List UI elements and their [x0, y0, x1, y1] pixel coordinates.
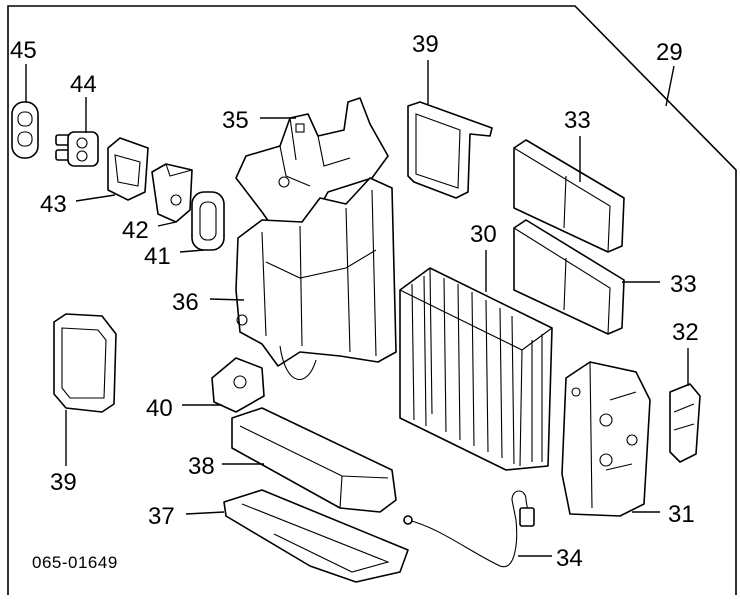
- leader-42: [157, 221, 177, 227]
- callout-37: 37: [148, 503, 175, 530]
- callout-33-upper: 33: [564, 107, 591, 134]
- leader-37: [185, 511, 225, 515]
- callout-32: 32: [672, 319, 699, 346]
- callout-31: 31: [668, 501, 695, 528]
- part-41-seal-ring: [191, 191, 225, 251]
- part-33-filter-lower: [513, 219, 625, 335]
- callout-45: 45: [10, 37, 37, 64]
- callout-36: 36: [172, 289, 199, 316]
- callout-33-lower: 33: [670, 271, 697, 298]
- part-34-thermistor: [403, 490, 535, 568]
- callout-34: 34: [556, 545, 583, 572]
- part-33-filter-upper: [513, 139, 625, 253]
- callout-39-upper: 39: [412, 31, 439, 58]
- callout-35: 35: [222, 107, 249, 134]
- callout-40: 40: [146, 395, 173, 422]
- callout-30: 30: [470, 221, 497, 248]
- callout-44: 44: [70, 71, 97, 98]
- callout-43: 43: [40, 191, 67, 218]
- part-31-side-unit: [561, 361, 651, 517]
- part-39-gasket-lower: [53, 313, 117, 413]
- part-30-evaporator: [399, 267, 553, 471]
- leader-29: [665, 65, 675, 107]
- part-39-gasket-upper: [407, 101, 493, 199]
- leader-43: [75, 194, 116, 202]
- diagram-code: 065-01649: [32, 553, 118, 572]
- part-45-grommet: [11, 101, 39, 159]
- leader-41: [179, 249, 205, 253]
- callout-38: 38: [188, 453, 215, 480]
- part-38-tray: [231, 407, 397, 513]
- part-37-cover: [223, 489, 409, 583]
- callout-29: 29: [656, 39, 683, 66]
- assembly-frame: [7, 5, 737, 595]
- leader-36: [209, 298, 245, 301]
- part-42-expansion-valve: [151, 163, 193, 223]
- callout-39-lower: 39: [50, 469, 77, 496]
- part-32-sensor: [669, 383, 701, 463]
- part-36-lower-case: [235, 177, 397, 380]
- part-44-bolts: [55, 131, 99, 167]
- part-43-bracket: [107, 137, 149, 201]
- callout-42: 42: [122, 217, 149, 244]
- part-40-foam: [211, 357, 265, 413]
- callout-41: 41: [144, 243, 171, 270]
